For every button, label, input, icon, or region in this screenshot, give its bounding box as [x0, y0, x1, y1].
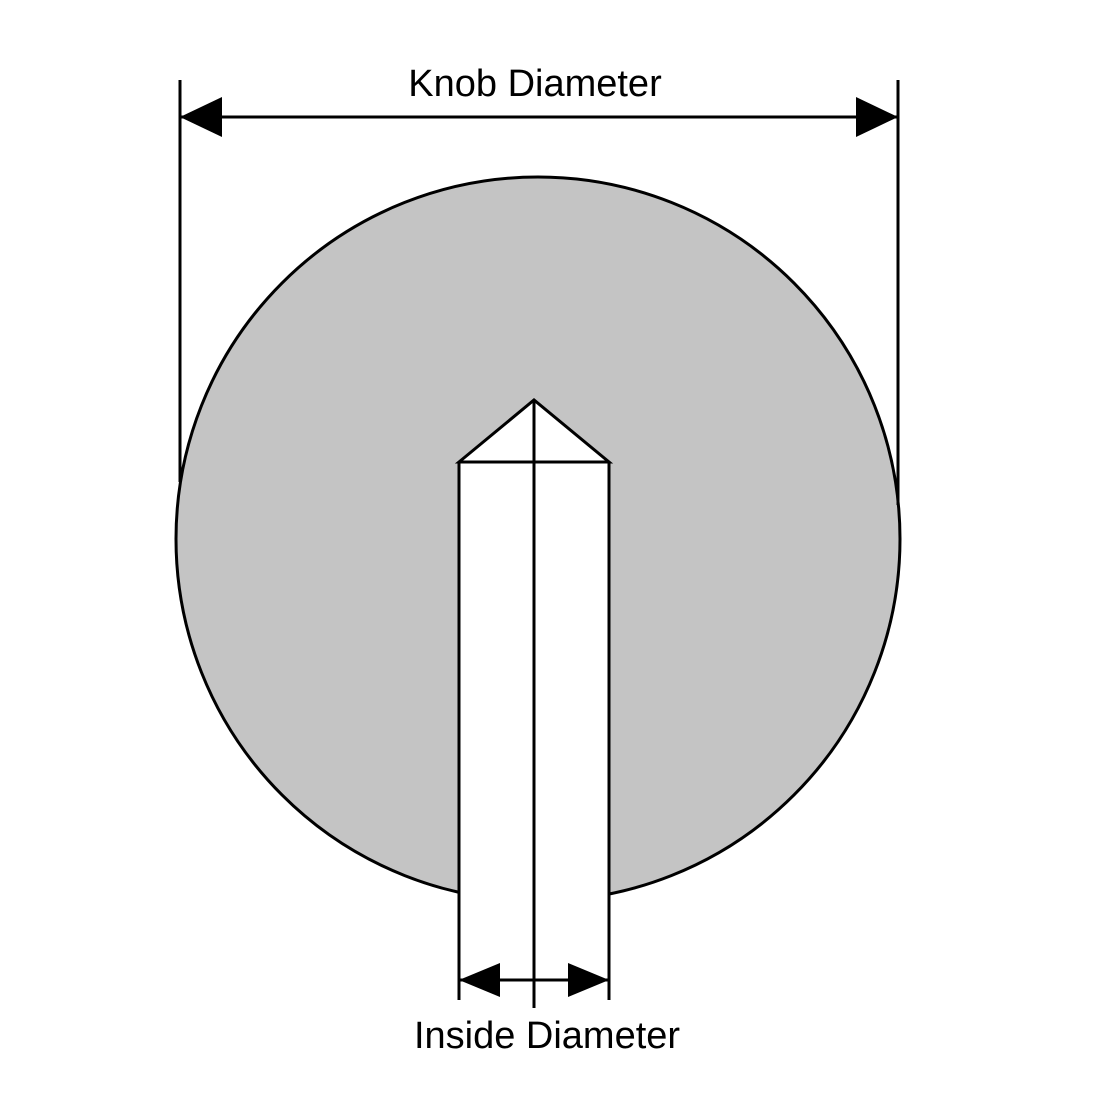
- inside-diameter-label: Inside Diameter: [414, 1015, 680, 1057]
- arrowhead-right-icon: [568, 963, 609, 997]
- arrowhead-left-icon: [180, 97, 222, 137]
- knob-diameter-label: Knob Diameter: [408, 63, 662, 105]
- arrowhead-right-icon: [856, 97, 898, 137]
- arrowhead-left-icon: [459, 963, 500, 997]
